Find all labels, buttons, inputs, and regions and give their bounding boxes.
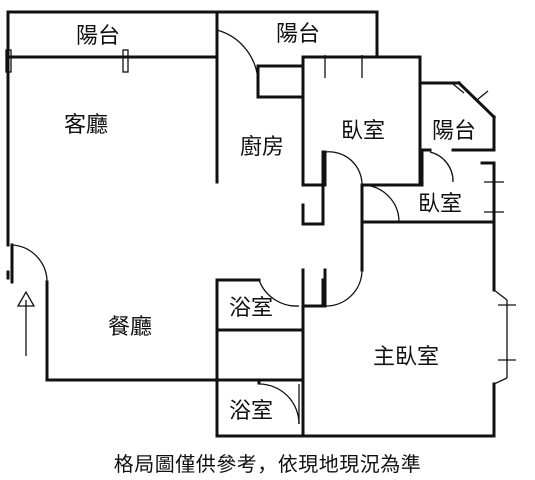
room-label-balcony-right: 陽台 <box>432 119 476 144</box>
entrance-arrow-icon <box>16 290 36 356</box>
room-label-kitchen: 廚房 <box>240 135 284 160</box>
room-label-dining: 餐廳 <box>108 315 152 340</box>
room-label-bath-lower: 浴室 <box>229 399 273 424</box>
disclaimer-text: 格局圖僅供參考，依現地現況為準 <box>113 452 422 476</box>
doors <box>10 28 454 425</box>
room-label-balcony-left: 陽台 <box>76 24 120 49</box>
window-marks <box>5 49 516 385</box>
room-label-master: 主臥室 <box>373 345 439 370</box>
room-label-bedroom-top: 臥室 <box>341 119 385 144</box>
room-label-bedroom-small: 臥室 <box>418 192 462 217</box>
room-label-balcony-mid: 陽台 <box>276 22 320 47</box>
room-label-living: 客廳 <box>64 113 108 138</box>
room-label-bath-upper: 浴室 <box>229 296 273 321</box>
walls <box>6 10 497 438</box>
